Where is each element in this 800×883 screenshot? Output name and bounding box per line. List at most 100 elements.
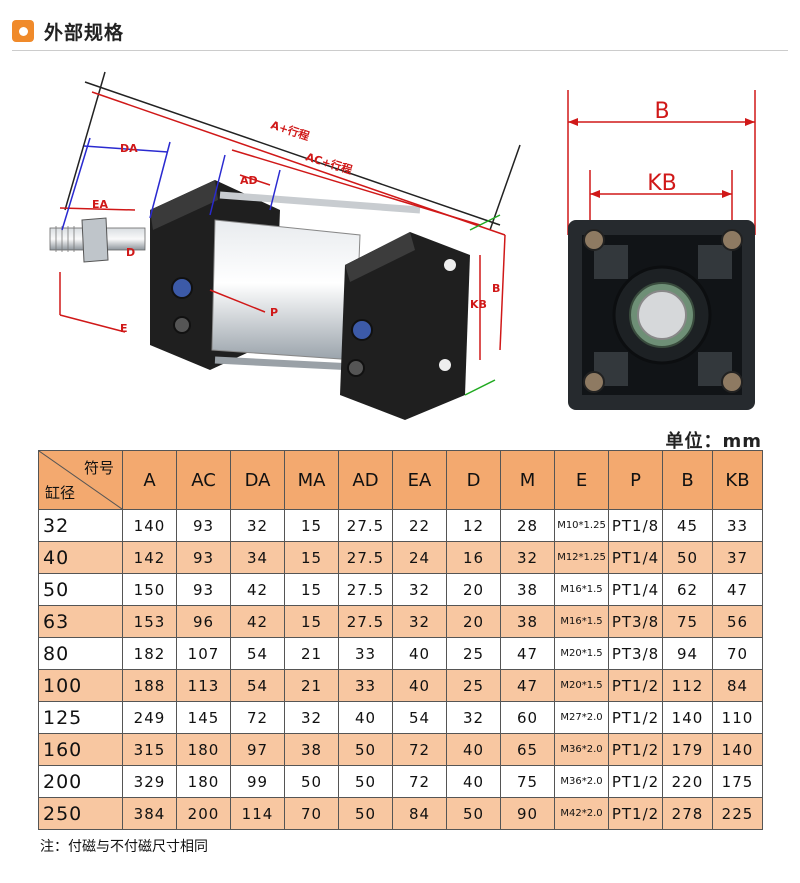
bore-cell: 80 [38, 637, 123, 670]
table-cell: 37 [712, 541, 763, 574]
column-header: M [500, 450, 555, 510]
bore-cell: 32 [38, 509, 123, 542]
table-cell: 50 [662, 541, 713, 574]
bore-cell: 50 [38, 573, 123, 606]
column-header: E [554, 450, 609, 510]
table-cell: 28 [500, 509, 555, 542]
table-cell: M36*2.0 [554, 765, 609, 798]
table-cell: 27.5 [338, 605, 393, 638]
table-cell: 90 [500, 797, 555, 830]
table-cell: 40 [446, 733, 501, 766]
label-da: DA [120, 142, 138, 155]
table-cell: 50 [446, 797, 501, 830]
table-cell: 97 [230, 733, 285, 766]
table-cell: 249 [122, 701, 177, 734]
table-cell: 21 [284, 669, 339, 702]
table-cell: 180 [176, 733, 231, 766]
column-header: A [122, 450, 177, 510]
table-cell: 38 [500, 605, 555, 638]
table-cell: 40 [392, 637, 447, 670]
table-cell: 188 [122, 669, 177, 702]
table-cell: 84 [712, 669, 763, 702]
corner-diagonal [39, 451, 122, 509]
table-cell: 182 [122, 637, 177, 670]
table-cell: 32 [230, 509, 285, 542]
table-cell: 42 [230, 573, 285, 606]
table-cell: 180 [176, 765, 231, 798]
table-cell: 50 [284, 765, 339, 798]
table-cell: 47 [712, 573, 763, 606]
table-cell: 22 [392, 509, 447, 542]
column-header: DA [230, 450, 285, 510]
column-header: MA [284, 450, 339, 510]
label-a: A+行程 [269, 118, 311, 144]
table-cell: 140 [662, 701, 713, 734]
table-cell: 142 [122, 541, 177, 574]
table-cell: 70 [284, 797, 339, 830]
table-cell: M12*1.25 [554, 541, 609, 574]
table-cell: PT1/4 [608, 541, 663, 574]
unit-label: 单位：mm [665, 431, 762, 452]
table-cell: 32 [392, 605, 447, 638]
table-cell: 278 [662, 797, 713, 830]
table-cell: 32 [500, 541, 555, 574]
table-cell: 93 [176, 541, 231, 574]
table-cell: 20 [446, 573, 501, 606]
header-divider [12, 50, 788, 51]
table-cell: 50 [338, 733, 393, 766]
table-cell: M27*2.0 [554, 701, 609, 734]
table-cell: 16 [446, 541, 501, 574]
bore-cell: 40 [38, 541, 123, 574]
table-cell: 70 [712, 637, 763, 670]
end-view-label-b: B [654, 99, 669, 124]
section-title: 外部规格 [44, 21, 125, 44]
table-cell: 175 [712, 765, 763, 798]
table-cell: 200 [176, 797, 231, 830]
table-cell: 96 [176, 605, 231, 638]
table-cell: 15 [284, 541, 339, 574]
table-cell: 72 [392, 733, 447, 766]
table-cell: 40 [446, 765, 501, 798]
table-cell: 33 [338, 669, 393, 702]
table-cell: 60 [500, 701, 555, 734]
column-header: D [446, 450, 501, 510]
table-cell: 150 [122, 573, 177, 606]
table-cell: M20*1.5 [554, 669, 609, 702]
table-cell: 40 [392, 669, 447, 702]
table-cell: 12 [446, 509, 501, 542]
table-cell: 34 [230, 541, 285, 574]
label-p: P [270, 306, 278, 319]
table-cell: M16*1.5 [554, 573, 609, 606]
table-cell: 384 [122, 797, 177, 830]
table-cell: PT1/2 [608, 765, 663, 798]
corner-label-bore: 缸径 [45, 484, 76, 502]
table-cell: PT1/2 [608, 733, 663, 766]
table-cell: 107 [176, 637, 231, 670]
table-cell: 20 [446, 605, 501, 638]
table-cell: 84 [392, 797, 447, 830]
column-header: AD [338, 450, 393, 510]
table-cell: 54 [392, 701, 447, 734]
table-cell: 15 [284, 509, 339, 542]
table-cell: 42 [230, 605, 285, 638]
table-cell: PT1/4 [608, 573, 663, 606]
table-cell: 38 [284, 733, 339, 766]
table-cell: 15 [284, 573, 339, 606]
bore-cell: 100 [38, 669, 123, 702]
table-cell: 24 [392, 541, 447, 574]
table-cell: 27.5 [338, 541, 393, 574]
table-cell: 110 [712, 701, 763, 734]
table-cell: 65 [500, 733, 555, 766]
table-cell: 113 [176, 669, 231, 702]
table-cell: 50 [338, 797, 393, 830]
table-cell: M20*1.5 [554, 637, 609, 670]
label-ad: AD [240, 174, 258, 187]
table-cell: M16*1.5 [554, 605, 609, 638]
label-ea: EA [92, 198, 109, 211]
footnote: 注：付磁与不付磁尺寸相同 [40, 839, 208, 855]
